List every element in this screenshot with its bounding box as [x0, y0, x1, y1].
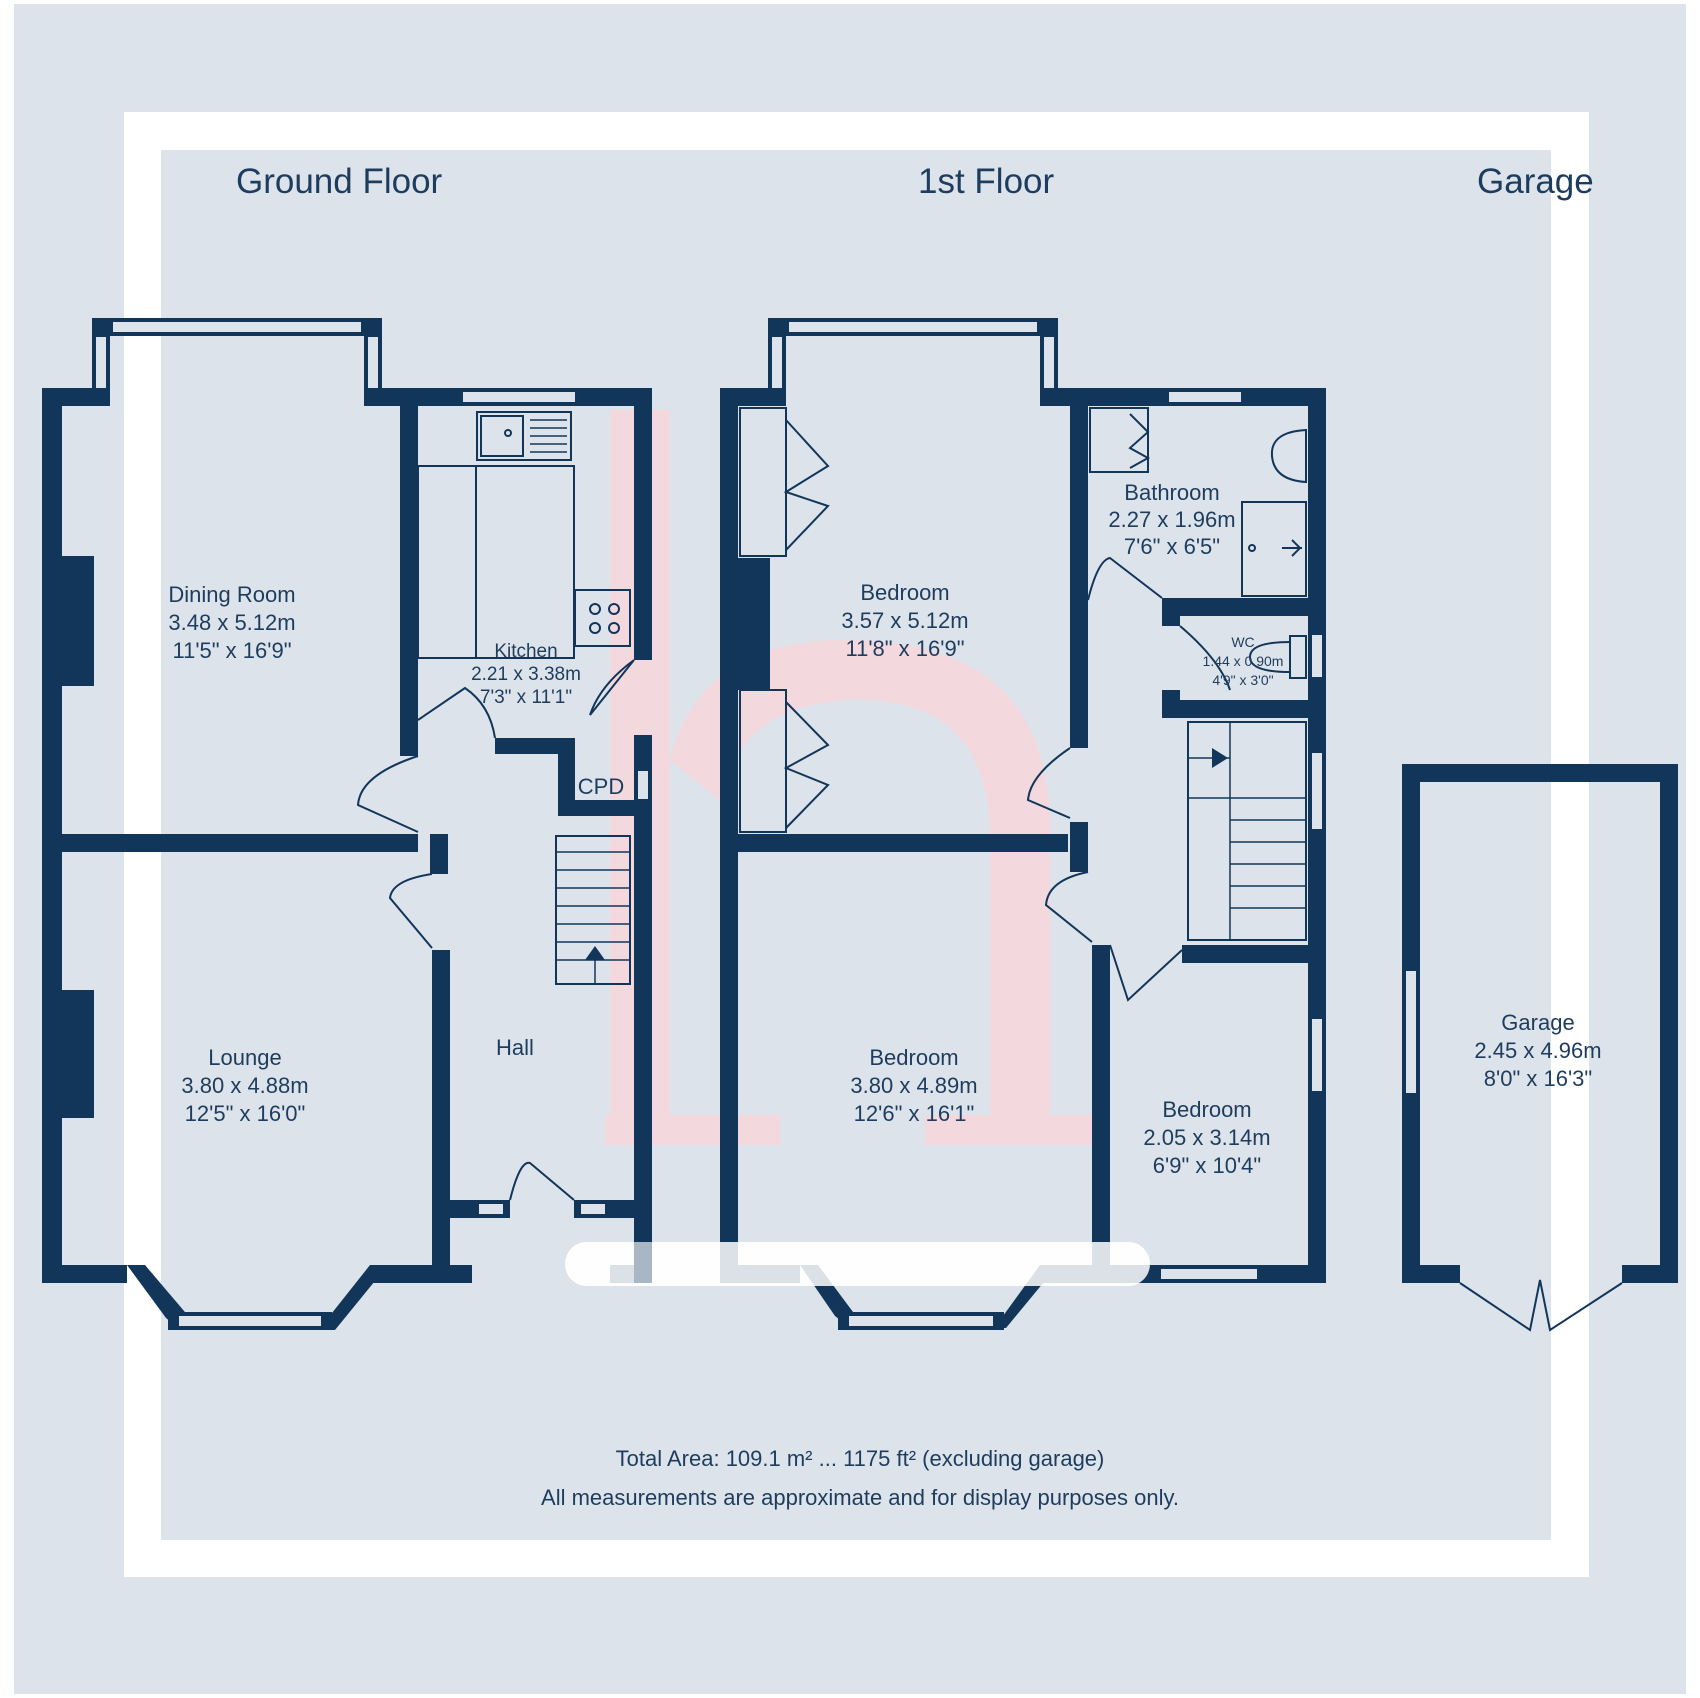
room-hall: Hall	[496, 1035, 534, 1060]
room-imperial: 7'6" x 6'5"	[1124, 534, 1220, 559]
room-garage: Garage 2.45 x 4.96m 8'0" x 16'3"	[1474, 1010, 1601, 1091]
room-metric: 3.80 x 4.88m	[181, 1073, 308, 1098]
first-floor-plan	[720, 318, 1326, 1330]
room-bathroom: Bathroom 2.27 x 1.96m 7'6" x 6'5"	[1108, 480, 1235, 559]
room-metric: 2.05 x 3.14m	[1143, 1125, 1270, 1150]
garage-plan	[1402, 764, 1678, 1332]
total-area-text: Total Area: 109.1 m² ... 1175 ft² (exclu…	[616, 1446, 1105, 1471]
room-name: WC	[1231, 634, 1254, 650]
disclaimer-text: All measurements are approximate and for…	[541, 1485, 1179, 1510]
room-name: Kitchen	[494, 641, 557, 662]
room-imperial: 12'5" x 16'0"	[185, 1101, 306, 1126]
first-floor-title: 1st Floor	[918, 162, 1054, 201]
room-bedroom-3: Bedroom 2.05 x 3.14m 6'9" x 10'4"	[1143, 1097, 1270, 1178]
room-imperial: 6'9" x 10'4"	[1153, 1153, 1261, 1178]
room-dining: Dining Room 3.48 x 5.12m 11'5" x 16'9"	[168, 582, 295, 663]
room-imperial: 8'0" x 16'3"	[1484, 1066, 1592, 1091]
room-kitchen: Kitchen 2.21 x 3.38m 7'3" x 11'1"	[471, 641, 581, 708]
room-metric: 3.48 x 5.12m	[168, 610, 295, 635]
room-imperial: 4'9" x 3'0"	[1212, 672, 1273, 688]
room-name: Bathroom	[1124, 480, 1219, 505]
room-name: Bedroom	[869, 1045, 958, 1070]
room-name: Bedroom	[1162, 1097, 1251, 1122]
room-imperial: 11'8" x 16'9"	[845, 636, 964, 661]
ground-floor-title: Ground Floor	[236, 162, 443, 201]
garage-title: Garage	[1477, 162, 1594, 201]
room-imperial: 7'3" x 11'1"	[480, 687, 572, 708]
room-metric: 1.44 x 0.90m	[1203, 653, 1284, 669]
room-metric: 3.57 x 5.12m	[841, 608, 968, 633]
ground-floor-plan	[42, 318, 652, 1330]
corridor-highlight	[565, 1242, 1150, 1286]
room-name: Dining Room	[168, 582, 295, 607]
room-metric: 2.45 x 4.96m	[1474, 1038, 1601, 1063]
room-metric: 2.27 x 1.96m	[1108, 507, 1235, 532]
room-name: Garage	[1501, 1010, 1574, 1035]
room-lounge: Lounge 3.80 x 4.88m 12'5" x 16'0"	[181, 1045, 308, 1126]
room-cpd: CPD	[578, 774, 624, 799]
room-name: Bedroom	[860, 580, 949, 605]
room-imperial: 11'5" x 16'9"	[172, 638, 291, 663]
room-wc: WC 1.44 x 0.90m 4'9" x 3'0"	[1203, 634, 1284, 688]
room-name: Lounge	[208, 1045, 281, 1070]
room-bedroom-1: Bedroom 3.57 x 5.12m 11'8" x 16'9"	[841, 580, 968, 661]
room-imperial: 12'6" x 16'1"	[854, 1101, 975, 1126]
room-metric: 3.80 x 4.89m	[850, 1073, 977, 1098]
room-metric: 2.21 x 3.38m	[471, 664, 581, 685]
room-bedroom-2: Bedroom 3.80 x 4.89m 12'6" x 16'1"	[850, 1045, 977, 1126]
